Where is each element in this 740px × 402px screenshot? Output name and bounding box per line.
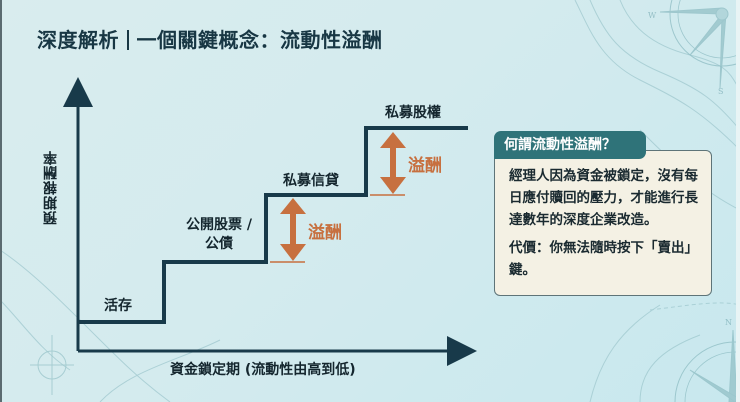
step-label-private-credit: 私募信貸: [283, 173, 339, 189]
svg-text:N: N: [725, 318, 732, 327]
callout-body: 經理人因為資金被鎖定，沒有每日應付贖回的壓力，才能進行長達數年的深度企業改造。 …: [509, 165, 705, 287]
title-section: 深度解析: [37, 28, 119, 52]
compass-rose-icon: [30, 335, 74, 395]
compass-rose-icon: W S: [648, 0, 740, 96]
left-frame-border: [0, 0, 2, 402]
title-divider: [127, 30, 129, 50]
premium-arrow-1: [280, 198, 306, 261]
callout-heading: 何謂流動性溢酬？: [494, 131, 646, 159]
x-axis-label: 資金鎖定期 (流動性由高到低): [170, 362, 356, 378]
callout-box: [494, 150, 712, 296]
callout-paragraph-1: 經理人因為資金被鎖定，沒有每日應付贖回的壓力，才能進行長達數年的深度企業改造。: [509, 168, 698, 228]
step-label-savings: 活存: [104, 298, 132, 314]
premium-label-1: 溢酬: [308, 223, 342, 243]
page-title: 深度解析一個關鍵概念：流動性溢酬: [37, 24, 383, 53]
right-frame-border: [736, 0, 740, 402]
premium-arrow-2: [380, 132, 406, 194]
step-label-public-equity-bonds: 公開股票 / 公債: [186, 217, 252, 252]
y-axis-label: 預期報酬率: [43, 150, 59, 225]
compass-rose-icon: N: [674, 318, 740, 402]
premium-label-2: 溢酬: [408, 156, 442, 176]
callout-paragraph-2: 代價：你無法隨時按下「賣出」鍵。: [509, 240, 698, 278]
step-label-private-equity: 私募股權: [385, 105, 441, 121]
svg-text:W: W: [648, 11, 657, 20]
return-step-line: [78, 126, 468, 324]
svg-text:S: S: [718, 87, 723, 96]
title-main: 一個關鍵概念：流動性溢酬: [136, 28, 383, 52]
